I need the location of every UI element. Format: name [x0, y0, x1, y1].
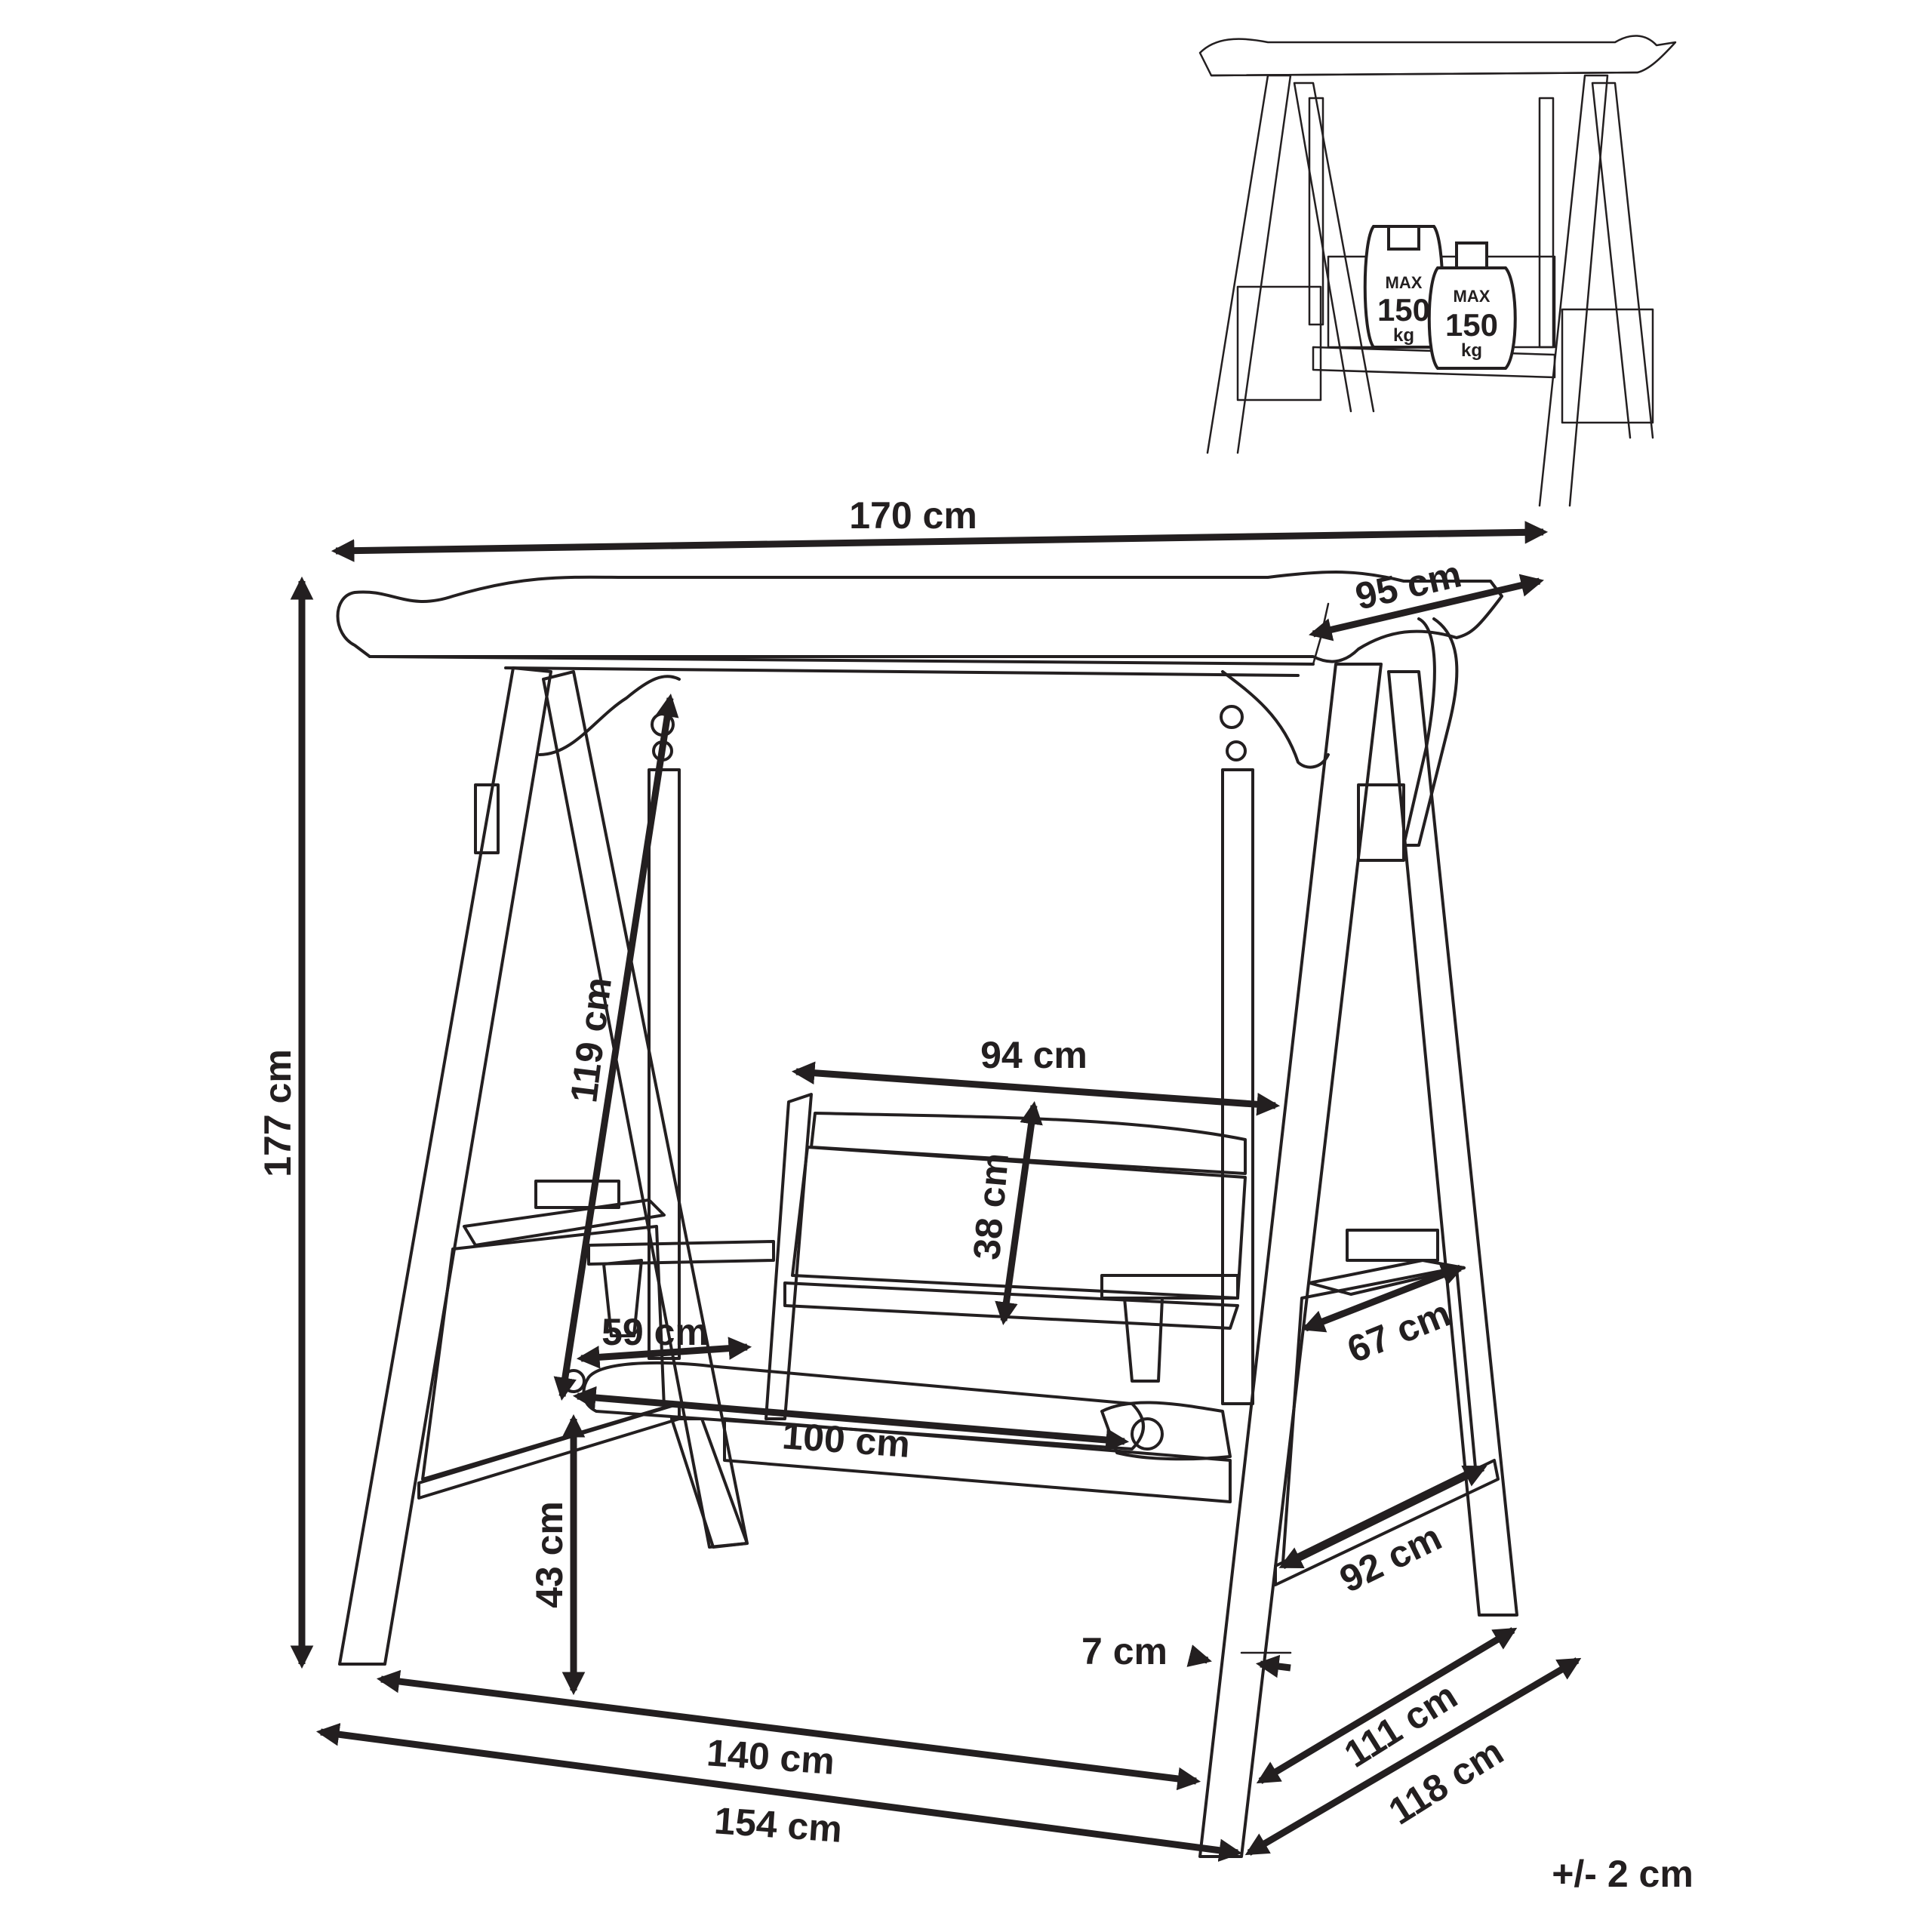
inset-right-panel — [1561, 308, 1654, 424]
label-seat-width: 100 cm — [781, 1414, 912, 1466]
inset-weight-right-unit: kg — [1461, 340, 1482, 361]
dim-line-outer-width — [315, 1723, 1243, 1862]
dim-line-seat-width — [572, 1386, 1130, 1452]
dim-line-backrest-height — [995, 1100, 1043, 1326]
main-right-bracket — [1357, 783, 1405, 862]
main-canopy — [336, 571, 1503, 663]
inset-left-leg-front — [1206, 74, 1292, 454]
inset-weight-right-max: MAX — [1454, 287, 1491, 306]
dim-line-backrest-width — [791, 1061, 1281, 1116]
main-bench-left-armrest — [587, 1240, 775, 1266]
label-side-table: 67 cm — [1341, 1292, 1456, 1371]
label-roof-width: 170 cm — [849, 494, 977, 537]
main-right-canopy-arm — [1402, 617, 1459, 847]
dim-line-seat-depth — [576, 1337, 752, 1369]
main-right-chain-link-1 — [1220, 705, 1244, 729]
main-bench-seat-end — [1100, 1401, 1232, 1461]
main-left-bottom-rail — [417, 1402, 681, 1500]
inset-weight-left-unit: kg — [1393, 325, 1414, 346]
dimension-labels: 170 cm 95 cm 177 cm 119 cm 94 cm 38 cm 5… — [257, 494, 1694, 1895]
label-total-height: 177 cm — [257, 1049, 299, 1177]
main-left-leg-front — [338, 666, 552, 1666]
label-tolerance: +/- 2 cm — [1552, 1853, 1694, 1895]
label-backrest-width: 94 cm — [980, 1034, 1088, 1076]
inset-right-leg-front — [1538, 74, 1609, 507]
label-outer-width: 154 cm — [713, 1799, 844, 1850]
main-right-brace — [1221, 670, 1330, 769]
inset-weight-left-max: MAX — [1386, 273, 1423, 292]
label-backrest-height: 38 cm — [965, 1151, 1017, 1261]
inset-weight-right-value: 150 — [1445, 307, 1498, 343]
dim-line-beam-left — [1186, 1644, 1212, 1667]
label-roof-depth: 95 cm — [1352, 552, 1466, 617]
dimension-lines — [290, 521, 1582, 1862]
inset-left-panel — [1236, 285, 1322, 401]
main-left-bracket — [474, 783, 500, 854]
inset-canopy — [1198, 35, 1677, 77]
dim-line-side-panel — [1278, 1464, 1487, 1570]
inset-right-hanger — [1538, 97, 1555, 349]
dim-line-chain-length — [553, 693, 679, 1401]
dim-line-roof-width — [331, 521, 1549, 562]
main-right-chain-link-2 — [1226, 740, 1247, 761]
main-seat-ring-right — [1131, 1417, 1164, 1451]
label-seat-height: 43 cm — [528, 1501, 571, 1608]
inset-weight-left-value: 150 — [1377, 292, 1430, 328]
inset-weight-left: MAX 150 kg — [1363, 225, 1444, 349]
dim-line-beam-right — [1255, 1654, 1291, 1678]
main-left-cupholder — [534, 1180, 620, 1209]
main-left-hanger-post — [648, 768, 681, 1360]
label-inner-width: 140 cm — [706, 1731, 836, 1783]
inset-right-leg-back — [1591, 82, 1654, 439]
inset-thumbnail: MAX 150 kg MAX 150 kg — [1198, 35, 1677, 507]
dim-line-side-table — [1301, 1263, 1465, 1333]
inset-left-leg-back — [1293, 82, 1375, 413]
inset-left-hanger — [1308, 97, 1324, 326]
main-right-cupholder — [1346, 1229, 1439, 1262]
main-bench-right-armrest — [1100, 1274, 1239, 1300]
main-canopy-lower-edge — [368, 655, 1315, 666]
main-bench-lower-rail — [783, 1281, 1239, 1330]
label-beam-thickness: 7 cm — [1081, 1630, 1168, 1672]
dim-line-roof-depth — [1309, 574, 1544, 641]
dim-line-outer-depth — [1244, 1657, 1582, 1856]
inset-weight-right: MAX 150 kg — [1427, 242, 1517, 370]
main-bench-right-arm-post — [1123, 1297, 1164, 1383]
label-seat-depth: 59 cm — [601, 1311, 709, 1353]
main-top-beam — [504, 666, 1300, 677]
main-swing-drawing — [336, 571, 1518, 1858]
